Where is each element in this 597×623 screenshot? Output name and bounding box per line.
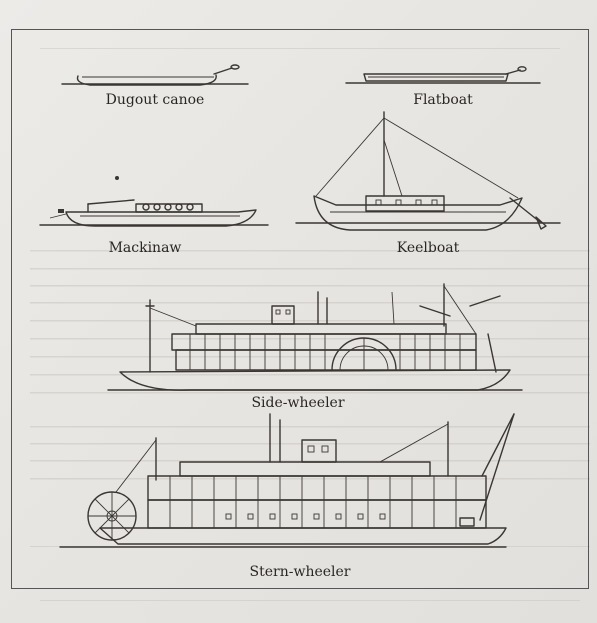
caption-mackinaw: Mackinaw xyxy=(108,240,182,256)
side-wheeler-drawing xyxy=(107,283,523,391)
illustration-frame xyxy=(11,29,589,589)
caption-keelboat: Keelboat xyxy=(396,240,460,256)
mackinaw-drawing xyxy=(39,176,269,227)
flatboat-drawing xyxy=(345,66,541,84)
stern-wheeler-drawing xyxy=(59,413,515,548)
caption-side-wheeler: Side-wheeler xyxy=(251,395,345,411)
caption-flatboat: Flatboat xyxy=(413,92,473,108)
caption-dugout-canoe: Dugout canoe xyxy=(105,92,205,108)
caption-stern-wheeler: Stern-wheeler xyxy=(249,564,351,580)
dugout-canoe-drawing xyxy=(61,64,249,86)
keelboat-drawing xyxy=(295,111,561,231)
